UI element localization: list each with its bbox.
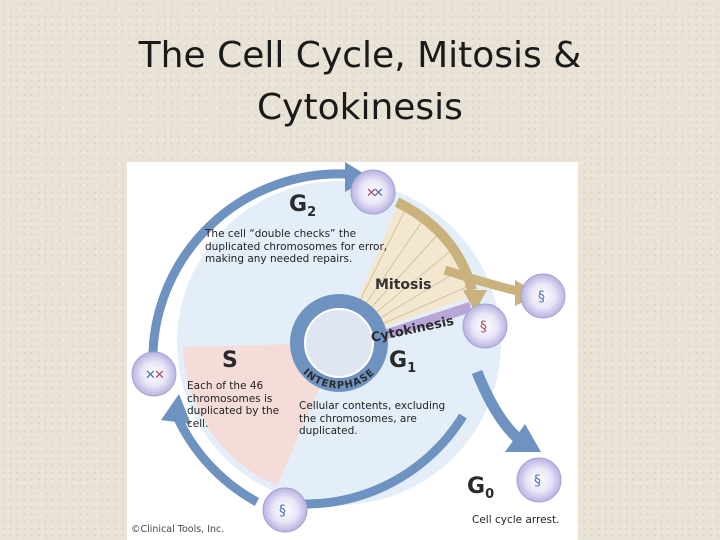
svg-text:✕: ✕ xyxy=(373,186,384,201)
s-phase-wedge xyxy=(183,343,339,486)
center-ring-inner xyxy=(306,310,372,376)
cell-g1-bottom: § xyxy=(262,487,308,533)
svg-text:§: § xyxy=(538,289,545,305)
cell-s: ✕ ✕ xyxy=(131,351,177,397)
cell-mitosis-daughter-1: § xyxy=(520,273,566,319)
s-phase-label: S xyxy=(222,348,238,373)
svg-text:§: § xyxy=(480,319,487,335)
cycle-arrow-s-to-g2 xyxy=(148,169,352,357)
g0-phase-label: G0 xyxy=(467,474,495,502)
cell-cycle-graphic: INTERPHASE ✕ ✕ ✕ ✕ § § § § Cy xyxy=(131,162,566,533)
g1-phase-label: G1 xyxy=(389,348,417,376)
cycle-arrow-bottom-left-head xyxy=(161,394,191,424)
title-line-2: Cytokinesis xyxy=(257,87,463,128)
mitosis-arrow-down-head xyxy=(463,290,487,312)
cell-g2: ✕ ✕ xyxy=(350,169,396,215)
copyright-note: ©Clinical Tools, Inc. xyxy=(131,524,225,535)
svg-text:✕: ✕ xyxy=(154,368,165,383)
g2-description: The cell “double checks” the duplicated … xyxy=(205,228,388,265)
g2-phase-label: G2 xyxy=(289,192,317,220)
cell-g0: § xyxy=(516,457,562,503)
svg-text:✕: ✕ xyxy=(366,186,377,201)
title-line-1: The Cell Cycle, Mitosis & xyxy=(138,35,582,76)
svg-text:§: § xyxy=(279,503,286,519)
cell-mitosis-daughter-2: § xyxy=(462,303,508,349)
slide-title: The Cell Cycle, Mitosis & Cytokinesis xyxy=(0,30,720,134)
g1-description: Cellular contents, excluding the chromos… xyxy=(299,400,446,437)
mitosis-label: Mitosis xyxy=(375,277,432,293)
g0-description: Cell cycle arrest. xyxy=(472,514,560,526)
s-description: Each of the 46 chromosomes is duplicated… xyxy=(187,380,280,430)
cell-cycle-diagram: INTERPHASE ✕ ✕ ✕ ✕ § § § § Cy xyxy=(127,162,578,540)
cycle-arrow-bottom-left xyxy=(170,410,260,506)
g0-arrow-head xyxy=(505,424,541,452)
svg-text:§: § xyxy=(534,473,541,489)
svg-text:✕: ✕ xyxy=(145,368,156,383)
